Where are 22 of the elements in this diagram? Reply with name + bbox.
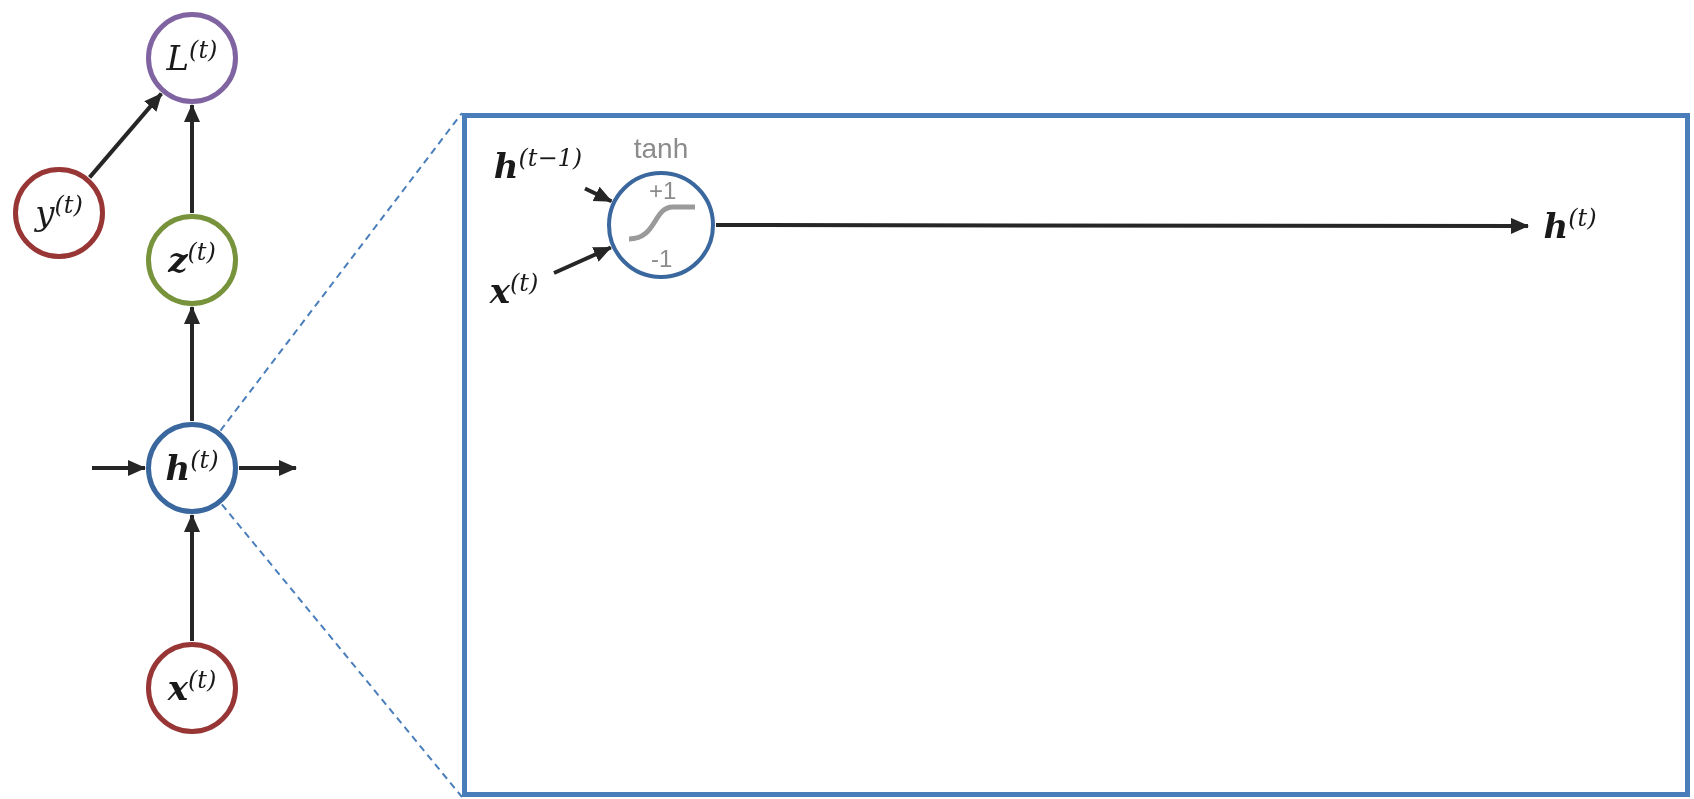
math-label: z$^{(t)}$	[168, 243, 216, 277]
arrow	[92, 460, 146, 476]
lower-bound-label: -1	[651, 247, 673, 271]
arrow	[716, 217, 1529, 234]
math-label: h$^{(t)}$	[165, 451, 219, 485]
arrow	[584, 186, 613, 203]
arrow	[184, 104, 200, 213]
arrow	[88, 92, 163, 179]
math-label: h$^{(t−1)}$	[493, 149, 583, 183]
arrow	[239, 460, 297, 476]
arrow	[184, 306, 200, 421]
zoom-guide-line	[219, 112, 463, 432]
function-label: tanh	[633, 135, 689, 163]
math-label: h$^{(t)}$	[1543, 209, 1597, 243]
math-label: y$^{(t)}$	[35, 196, 83, 230]
zoom-guide-line	[220, 503, 463, 798]
upper-bound-label: +1	[649, 179, 677, 203]
math-label: x$^{(t)}$	[489, 274, 539, 308]
math-label: L$^{(t)}$	[166, 41, 218, 75]
arrow	[184, 514, 200, 641]
math-label: x$^{(t)}$	[167, 671, 217, 705]
zoom-panel	[462, 113, 1690, 797]
